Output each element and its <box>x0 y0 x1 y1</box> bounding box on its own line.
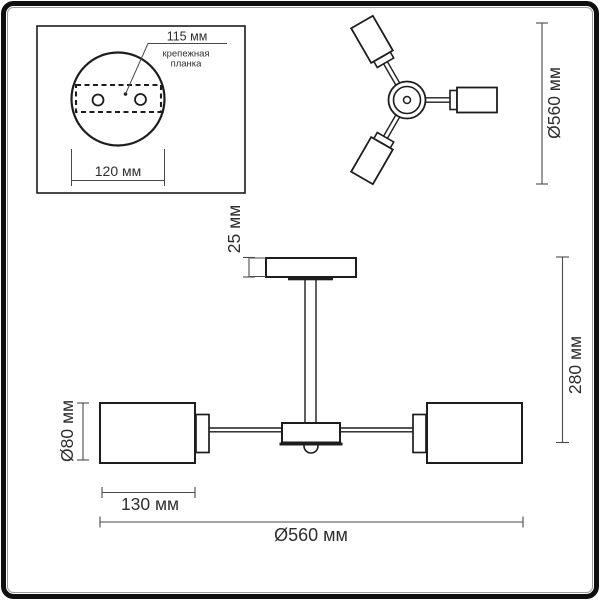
body-bottom-plate <box>279 442 343 446</box>
ceiling-canopy <box>265 257 357 278</box>
arm-assembly-right <box>424 86 498 114</box>
dim-label-total-width: Ø560 мм <box>274 525 348 545</box>
detail-box-border <box>36 25 246 194</box>
dim-total-width: Ø560 мм <box>99 516 524 545</box>
dim-base-width: 120 мм <box>71 149 165 186</box>
dim-label-fixture-diameter-top: Ø560 мм <box>544 67 564 139</box>
ceiling-mount-inner-circle <box>392 85 422 115</box>
mounting-bracket-dashed-outline <box>74 83 163 114</box>
arm-assembly-upper-left <box>349 14 402 87</box>
bracket-caption-line1: крепежная <box>162 49 209 60</box>
dim-label-base-width: 120 мм <box>95 163 142 179</box>
image-border-inner-line <box>7 7 593 593</box>
arm-rod-line <box>386 60 402 85</box>
arm-assembly-lower-left <box>349 113 402 186</box>
dim-shade-diameter: Ø80 мм <box>57 400 89 462</box>
central-body <box>281 422 341 444</box>
dim-label-total-height: 280 мм <box>565 336 585 394</box>
canopy-under-plate <box>288 277 333 281</box>
socket-holder <box>449 89 458 111</box>
right-lampshade <box>426 402 523 464</box>
arm-rod-line <box>382 113 398 138</box>
left-lampshade <box>99 402 196 464</box>
dim-shade-length: 130 мм <box>101 487 196 514</box>
dim-label-canopy-height: 25 мм <box>224 205 244 253</box>
lampshade <box>349 14 395 65</box>
side-view: 25 мм 280 мм Ø80 мм 130 мм Ø <box>57 205 585 545</box>
dim-fixture-diameter-top: Ø560 мм <box>536 22 564 185</box>
dim-label-shade-length: 130 мм <box>121 494 179 514</box>
lampshade <box>456 86 498 114</box>
dim-label-bracket-offset: 115 мм <box>167 30 208 44</box>
leader-line-bracket <box>125 43 227 95</box>
bracket-caption-line2: планка <box>171 59 203 70</box>
left-socket-holder <box>195 413 210 454</box>
right-socket-holder <box>412 413 427 454</box>
screw-hole-left <box>91 93 105 107</box>
mounting-detail-inset: 115 мм крепежная планка 120 мм <box>36 25 246 194</box>
top-view: Ø560 мм <box>349 14 564 186</box>
ceiling-cup-outline-circle <box>70 51 166 147</box>
screw-hole-right <box>134 93 147 106</box>
dim-total-height: 280 мм <box>556 256 585 444</box>
lampshade <box>349 135 395 186</box>
arm-rod-line <box>386 115 402 140</box>
arm-rod-line <box>382 62 398 87</box>
dim-canopy-height: 25 мм <box>224 205 266 278</box>
dim-label-shade-diameter: Ø80 мм <box>57 400 77 462</box>
hub-circle <box>402 95 412 105</box>
